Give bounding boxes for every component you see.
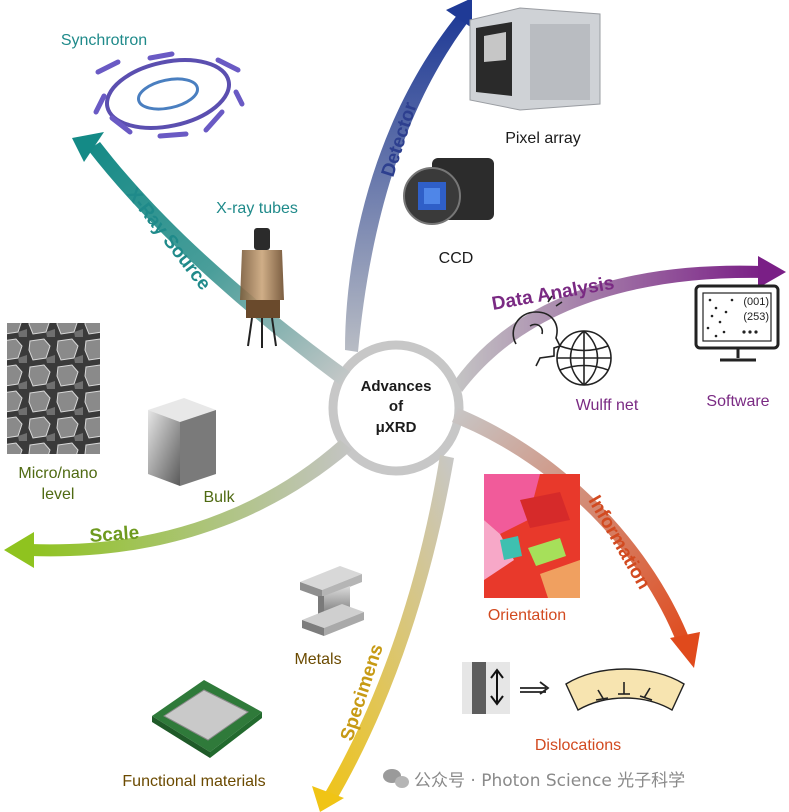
wechat-watermark: 公众号 · Photon Science 光子科学 [383,769,685,791]
branch-title-detector: Detector [378,99,422,179]
label-orientation: Orientation [488,607,566,624]
label-bulk: Bulk [203,489,235,506]
branch-information-arrow [452,408,700,668]
metal-ibeam-image [300,566,364,636]
branch-title-scale: Scale [89,523,140,547]
label-pixel-array: Pixel array [505,130,581,147]
wulff-net-icon [556,330,612,386]
wechat-icon [383,769,409,788]
bulk-cube-image [148,398,216,486]
ccd-camera-image [403,158,494,225]
label-micro-nano-line2: level [42,486,75,503]
micro-nano-sem-image [7,323,100,454]
branch-scale-arrow [4,440,352,568]
dislocations-diagram [462,662,685,714]
branch-detector-arrow [345,0,472,352]
label-dislocations: Dislocations [535,737,621,754]
label-wulff-net: Wulff net [576,397,639,414]
software-index-1: (001) [743,296,769,308]
software-index-2: (253) [743,311,769,323]
center-title-line2: of [389,398,404,415]
branch-title-information: Information [584,492,654,593]
label-metals: Metals [294,651,341,668]
cpu-chip-image [152,680,262,758]
label-micro-nano-line1: Micro/nano [18,465,97,482]
orientation-map-image [484,474,580,598]
branch-xray-source-arrow [72,132,350,385]
watermark-text: 公众号 · Photon Science 光子科学 [414,771,685,791]
pixel-array-image [469,7,601,111]
synchrotron-image [93,51,245,139]
branch-title-xray-source: X-Ray Source [122,184,215,294]
label-synchrotron: Synchrotron [61,32,147,49]
software-monitor-icon: (001) (253) [694,284,780,362]
label-functional-materials: Functional materials [122,773,265,790]
branch-specimens-arrow [312,455,454,812]
center-title-line1: Advances [361,378,432,395]
center-hub: Advances of μXRD [328,340,464,476]
center-ring [328,340,464,476]
center-title-line3: μXRD [376,419,417,436]
branch-data-analysis-arrow [455,256,786,392]
label-ccd: CCD [439,250,474,267]
label-xray-tubes: X-ray tubes [216,200,298,217]
xray-tube-image [240,228,284,348]
label-software: Software [706,393,769,410]
head-thinking-icon [512,295,563,367]
